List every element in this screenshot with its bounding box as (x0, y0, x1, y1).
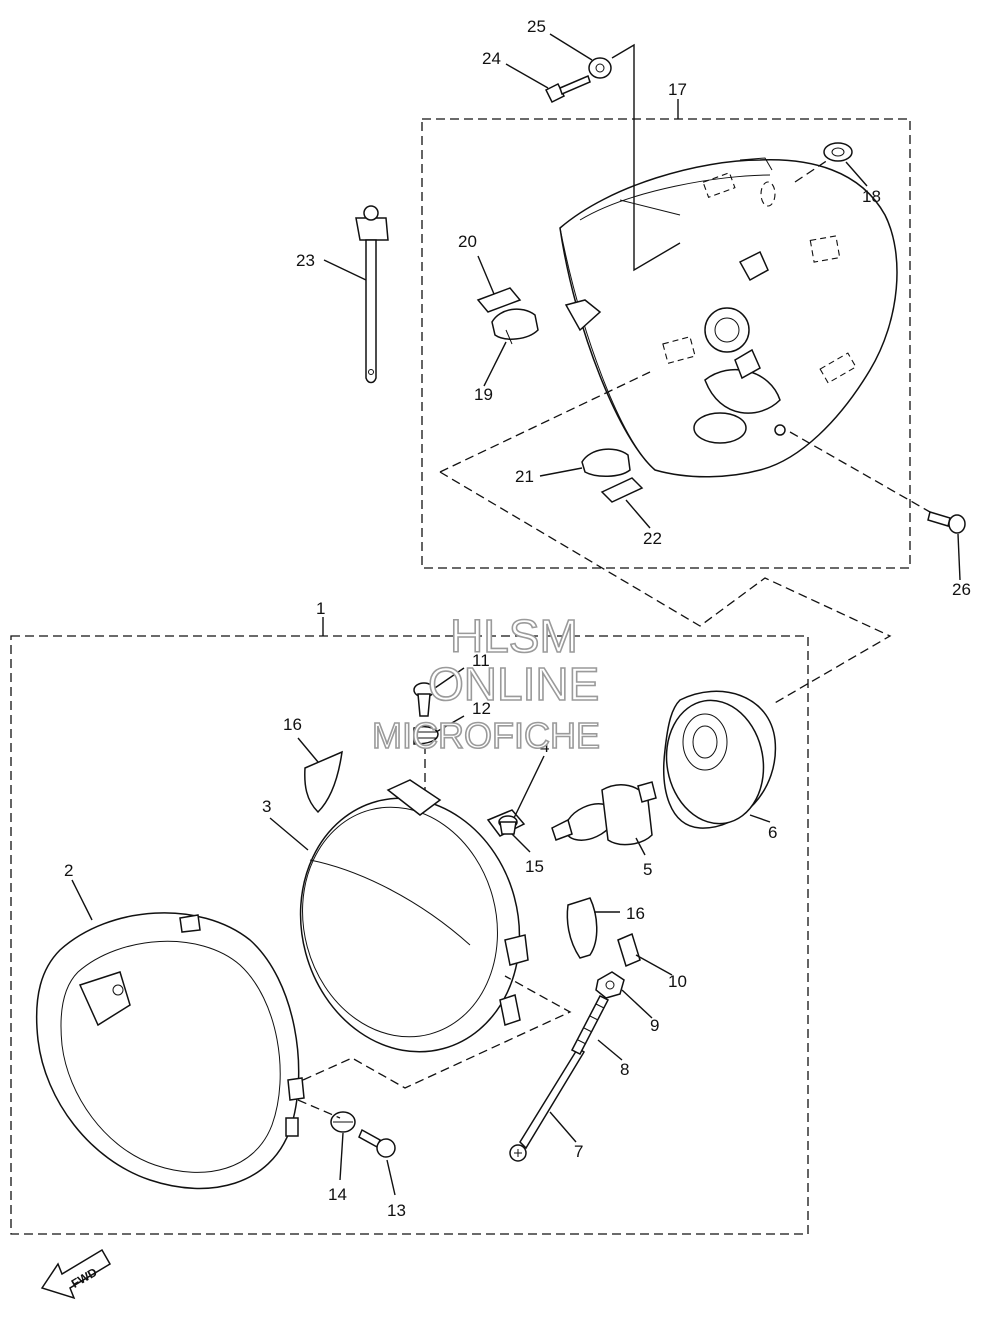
part-26-screw (927, 511, 966, 534)
callout-17: 17 (668, 80, 687, 99)
part-16-sticker-upper (304, 750, 343, 814)
assembly-box-1 (10, 635, 809, 1235)
part-5-bulb (551, 781, 657, 846)
part-19-holder (491, 308, 539, 345)
part-11-screw (413, 682, 435, 717)
callout-22: 22 (643, 529, 662, 548)
assembly-path-screw-26 (789, 431, 931, 513)
part-25-collar (588, 57, 612, 79)
callout-13: 13 (387, 1201, 406, 1220)
assembly-path-case-clips (439, 371, 651, 473)
part-14-grommet (330, 1111, 356, 1133)
part-22-pad (600, 477, 644, 503)
callout-24: 24 (482, 49, 501, 68)
callout-9: 9 (650, 1016, 659, 1035)
assembly-path-case-to-socket (439, 471, 892, 705)
callout-11: 11 (472, 651, 490, 670)
callout-15: 15 (525, 857, 544, 876)
part-8-spring (570, 994, 610, 1056)
part-2-rim (35, 912, 305, 1190)
part-18-grommet (823, 142, 853, 162)
callout-2: 2 (64, 861, 73, 880)
part-21-holder (581, 448, 631, 477)
part-12-spring (413, 725, 439, 745)
callout-26: 26 (952, 580, 971, 599)
watermark-line-1: HLSM (450, 610, 578, 662)
callout-16-lower: 16 (626, 904, 645, 923)
watermark-line-2: ONLINE (428, 658, 599, 710)
part-24-bolt (544, 74, 591, 104)
callout-18: 18 (862, 187, 881, 206)
assembly-box-17 (421, 118, 911, 569)
callout-16-upper: 16 (283, 715, 302, 734)
watermark-line-3: MICROFICHE (372, 715, 600, 756)
assembly-path-rim (302, 975, 572, 1089)
part-16-sticker-lower (566, 897, 598, 959)
callout-23: 23 (296, 251, 315, 270)
assembly-path-bolt-24 (611, 43, 681, 272)
callout-21: 21 (515, 467, 534, 486)
assembly-path-grommet-18 (794, 159, 829, 183)
callout-4: 4 (540, 737, 549, 756)
part-7-adjuster-screw (509, 1046, 586, 1162)
callout-6: 6 (768, 823, 777, 842)
callout-3: 3 (262, 797, 271, 816)
callout-14: 14 (328, 1185, 347, 1204)
assembly-path-rim-screw (297, 1099, 341, 1119)
callout-19: 19 (474, 385, 493, 404)
part-3-lens-unit (299, 779, 529, 1053)
watermark: HLSM ONLINE MICROFICHE (371, 609, 601, 757)
callout-25: 25 (527, 17, 546, 36)
fwd-arrow-icon: FWD (40, 1248, 112, 1300)
part-20-pad (476, 287, 522, 313)
callout-7: 7 (574, 1142, 583, 1161)
part-10-collar (617, 932, 641, 968)
callout-5: 5 (643, 860, 652, 879)
part-6-socket-cover (663, 690, 777, 829)
callout-8: 8 (620, 1060, 629, 1079)
part-9-nut (595, 971, 625, 999)
headlight-case (559, 157, 898, 478)
part-23-cable-tie (355, 205, 389, 384)
callout-1: 1 (316, 599, 325, 618)
part-13-screw (358, 1128, 396, 1158)
part-15-grommet (498, 815, 518, 835)
callout-10: 10 (668, 972, 687, 991)
leader-lines (71, 33, 961, 1196)
callout-12: 12 (472, 699, 491, 718)
callout-20: 20 (458, 232, 477, 251)
